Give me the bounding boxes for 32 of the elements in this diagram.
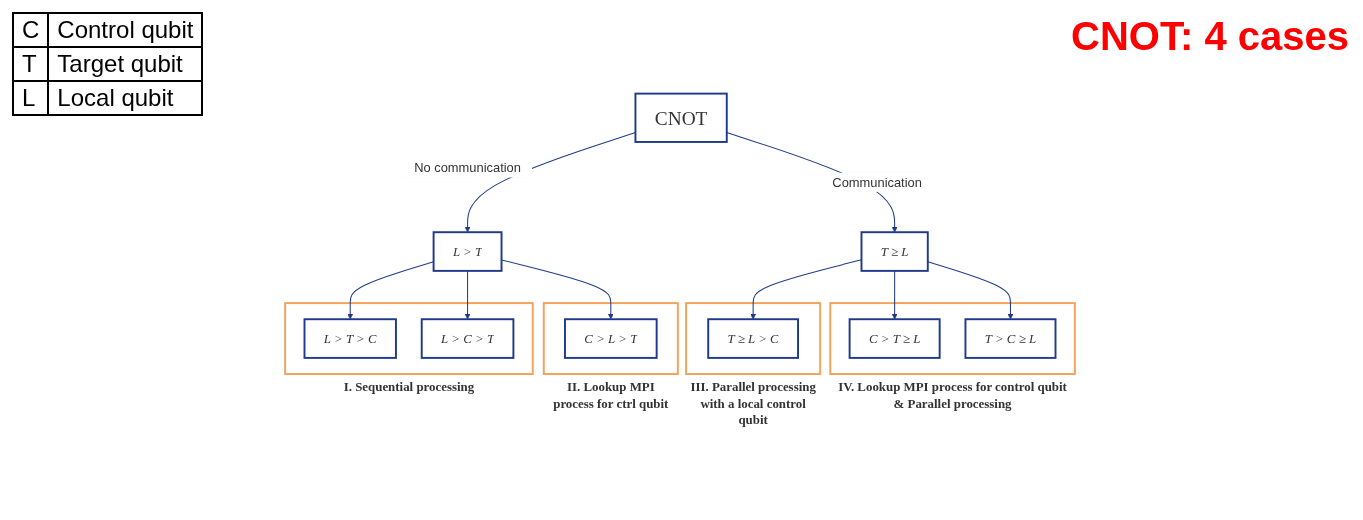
edge-label: Communication	[832, 175, 922, 190]
arrow	[927, 261, 1014, 320]
cluster	[829, 302, 1076, 375]
meaning-cell: Target qubit	[48, 47, 203, 81]
node-label: III. Parallel processing with a local control qubit	[690, 379, 816, 427]
edge-label: No communication	[414, 160, 521, 175]
arrow	[750, 259, 862, 320]
node-box: T ≥ L	[860, 231, 929, 272]
node-label: I. Sequential processing	[343, 379, 475, 394]
title: CNOT: 4 cases	[1071, 14, 1349, 59]
node-box: C > L > T	[564, 318, 658, 359]
node-box: L > C > T	[420, 318, 515, 359]
node-box: L > T	[432, 231, 503, 272]
arrow	[464, 270, 471, 320]
cluster	[284, 302, 534, 375]
arrow	[501, 259, 614, 320]
node-box: C > T ≥ L	[848, 318, 941, 359]
cluster	[685, 302, 822, 375]
arrow	[891, 270, 898, 320]
meaning-cell: Control qubit	[48, 13, 203, 47]
node-box: L > T > C	[303, 318, 397, 359]
node-label: IV. Lookup MPI process for control qubit & Parallel processing	[838, 379, 1067, 411]
node-box: T ≥ L > C	[707, 318, 799, 359]
symbol-cell: C	[13, 13, 49, 47]
node-box: CNOT	[634, 92, 728, 143]
symbol-cell: L	[13, 81, 49, 115]
arrow	[464, 132, 636, 233]
node-box: T > C ≥ L	[964, 318, 1057, 359]
cluster	[542, 302, 679, 375]
symbol-cell: T	[13, 47, 49, 81]
meaning-cell: Local qubit	[48, 81, 203, 115]
node-label: II. Lookup MPI process for ctrl qubit	[553, 379, 669, 411]
